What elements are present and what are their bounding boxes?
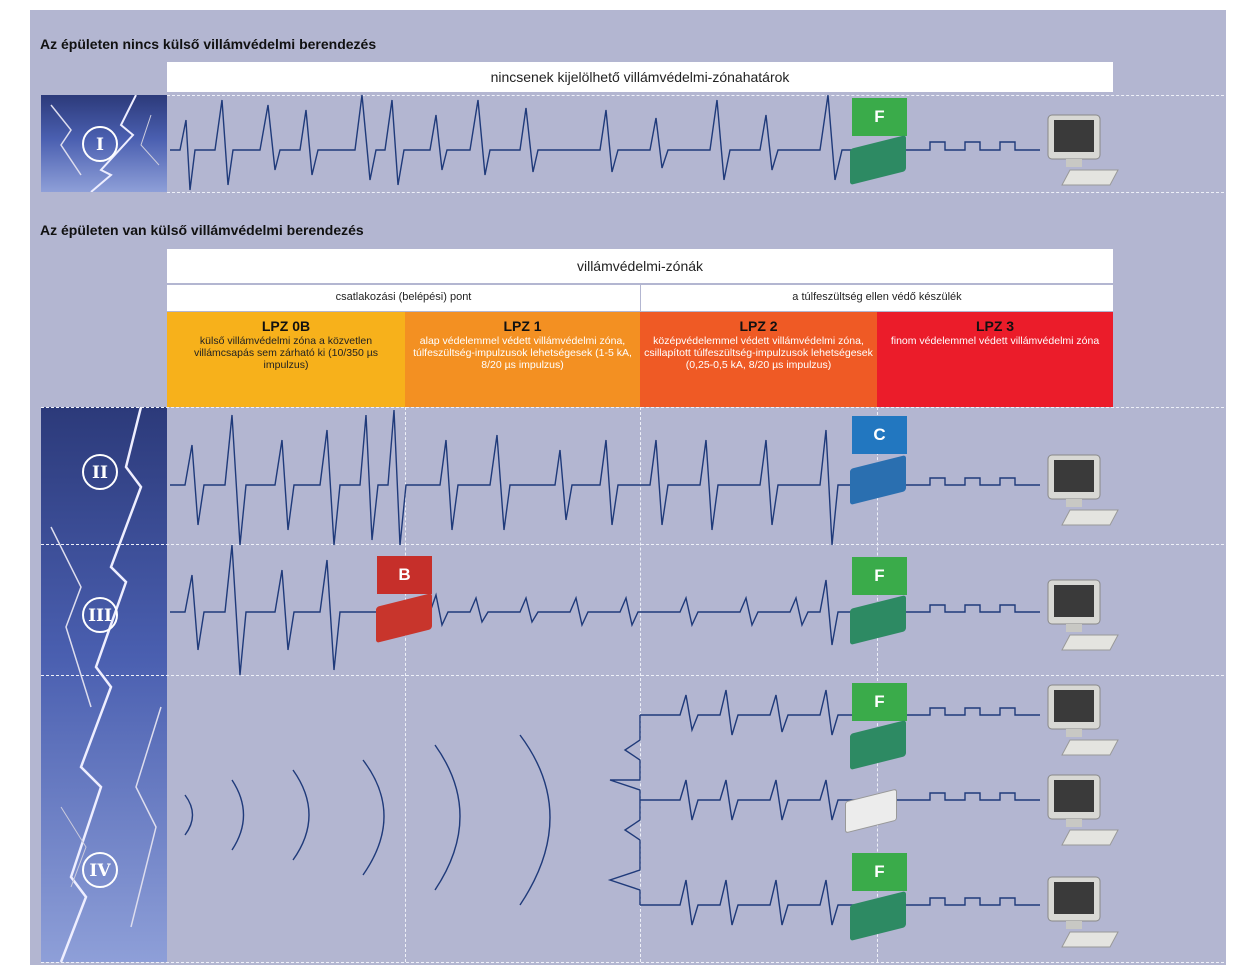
- zone-title: LPZ 0B: [261, 318, 311, 334]
- device-tag-b: B: [377, 556, 432, 594]
- lightning-image-2: [41, 407, 167, 962]
- computer-icon: [1047, 684, 1119, 756]
- radiated-wave: [362, 759, 385, 876]
- signal-row-3: [170, 544, 1040, 676]
- signal-row-2: [170, 409, 1040, 546]
- zone-description: középvédelemmel védett villámvédelmi zón…: [644, 335, 873, 371]
- divider: [41, 407, 1224, 408]
- zone-title: LPZ 1: [503, 318, 542, 334]
- zone-lpz-0b: LPZ 0B külső villámvédelmi zóna a közvet…: [167, 312, 405, 407]
- computer-icon: [1047, 876, 1119, 948]
- radiated-wave: [434, 744, 461, 891]
- signal-row-4a: [640, 689, 1040, 736]
- device-tag-c: C: [852, 416, 907, 454]
- scenario-badge-1: I: [82, 126, 118, 162]
- section1-heading: Az épületen nincs külső villámvédelmi be…: [40, 36, 377, 52]
- zone-lpz-1: LPZ 1 alap védelemmel védett villámvédel…: [405, 312, 640, 407]
- zone-lpz-3: LPZ 3 finom védelemmel védett villámvéde…: [877, 312, 1113, 407]
- radiated-wave: [519, 734, 551, 906]
- radiated-wave: [184, 794, 194, 836]
- section2-heading: Az épületen van külső villámvédelmi bere…: [40, 222, 364, 238]
- scenario-badge-2: II: [82, 454, 118, 490]
- section2-bar: villámvédelmi-zónák: [167, 249, 1113, 283]
- divider: [41, 962, 1224, 963]
- zone-description: finom védelemmel védett villámvédelmi zó…: [890, 335, 1100, 347]
- radiated-wave: [292, 769, 310, 861]
- device-tag-f: F: [852, 557, 907, 595]
- divider: [167, 192, 1224, 193]
- zone-description: alap védelemmel védett villámvédelmi zón…: [413, 335, 632, 371]
- device-tag-f: F: [852, 98, 907, 136]
- zone-boundary: [640, 407, 641, 962]
- zone-description: külső villámvédelmi zóna a közvetlen vil…: [193, 335, 379, 371]
- zone-title: LPZ 3: [975, 318, 1015, 334]
- computer-icon: [1047, 774, 1119, 846]
- divider: [41, 675, 1224, 676]
- scenario-badge-3: III: [82, 597, 118, 633]
- computer-icon: [1047, 114, 1119, 186]
- section1-bar: nincsenek kijelölhető villámvédelmi-zóna…: [167, 62, 1113, 92]
- signal-row-4c: [640, 879, 1040, 926]
- computer-icon: [1047, 454, 1119, 526]
- protection-device-label: a túlfeszültség ellen védő készülék: [641, 285, 1113, 311]
- divider: [41, 544, 1224, 545]
- signal-row-4b: [640, 779, 1040, 821]
- scenario-badge-4: IV: [82, 852, 118, 888]
- entry-point-label: csatlakozási (belépési) pont: [167, 285, 640, 311]
- computer-icon: [1047, 579, 1119, 651]
- signal-branch: [607, 715, 641, 905]
- radiated-wave: [231, 779, 245, 851]
- zone-title: LPZ 2: [739, 318, 778, 334]
- zone-lpz-2: LPZ 2 középvédelemmel védett villámvédel…: [640, 312, 877, 407]
- device-tag-f: F: [852, 683, 907, 721]
- zone-boundary: [405, 407, 406, 962]
- signal-row-1: [170, 94, 1040, 191]
- diagram-panel: [30, 10, 1226, 965]
- device-tag-f: F: [852, 853, 907, 891]
- divider: [167, 95, 1224, 96]
